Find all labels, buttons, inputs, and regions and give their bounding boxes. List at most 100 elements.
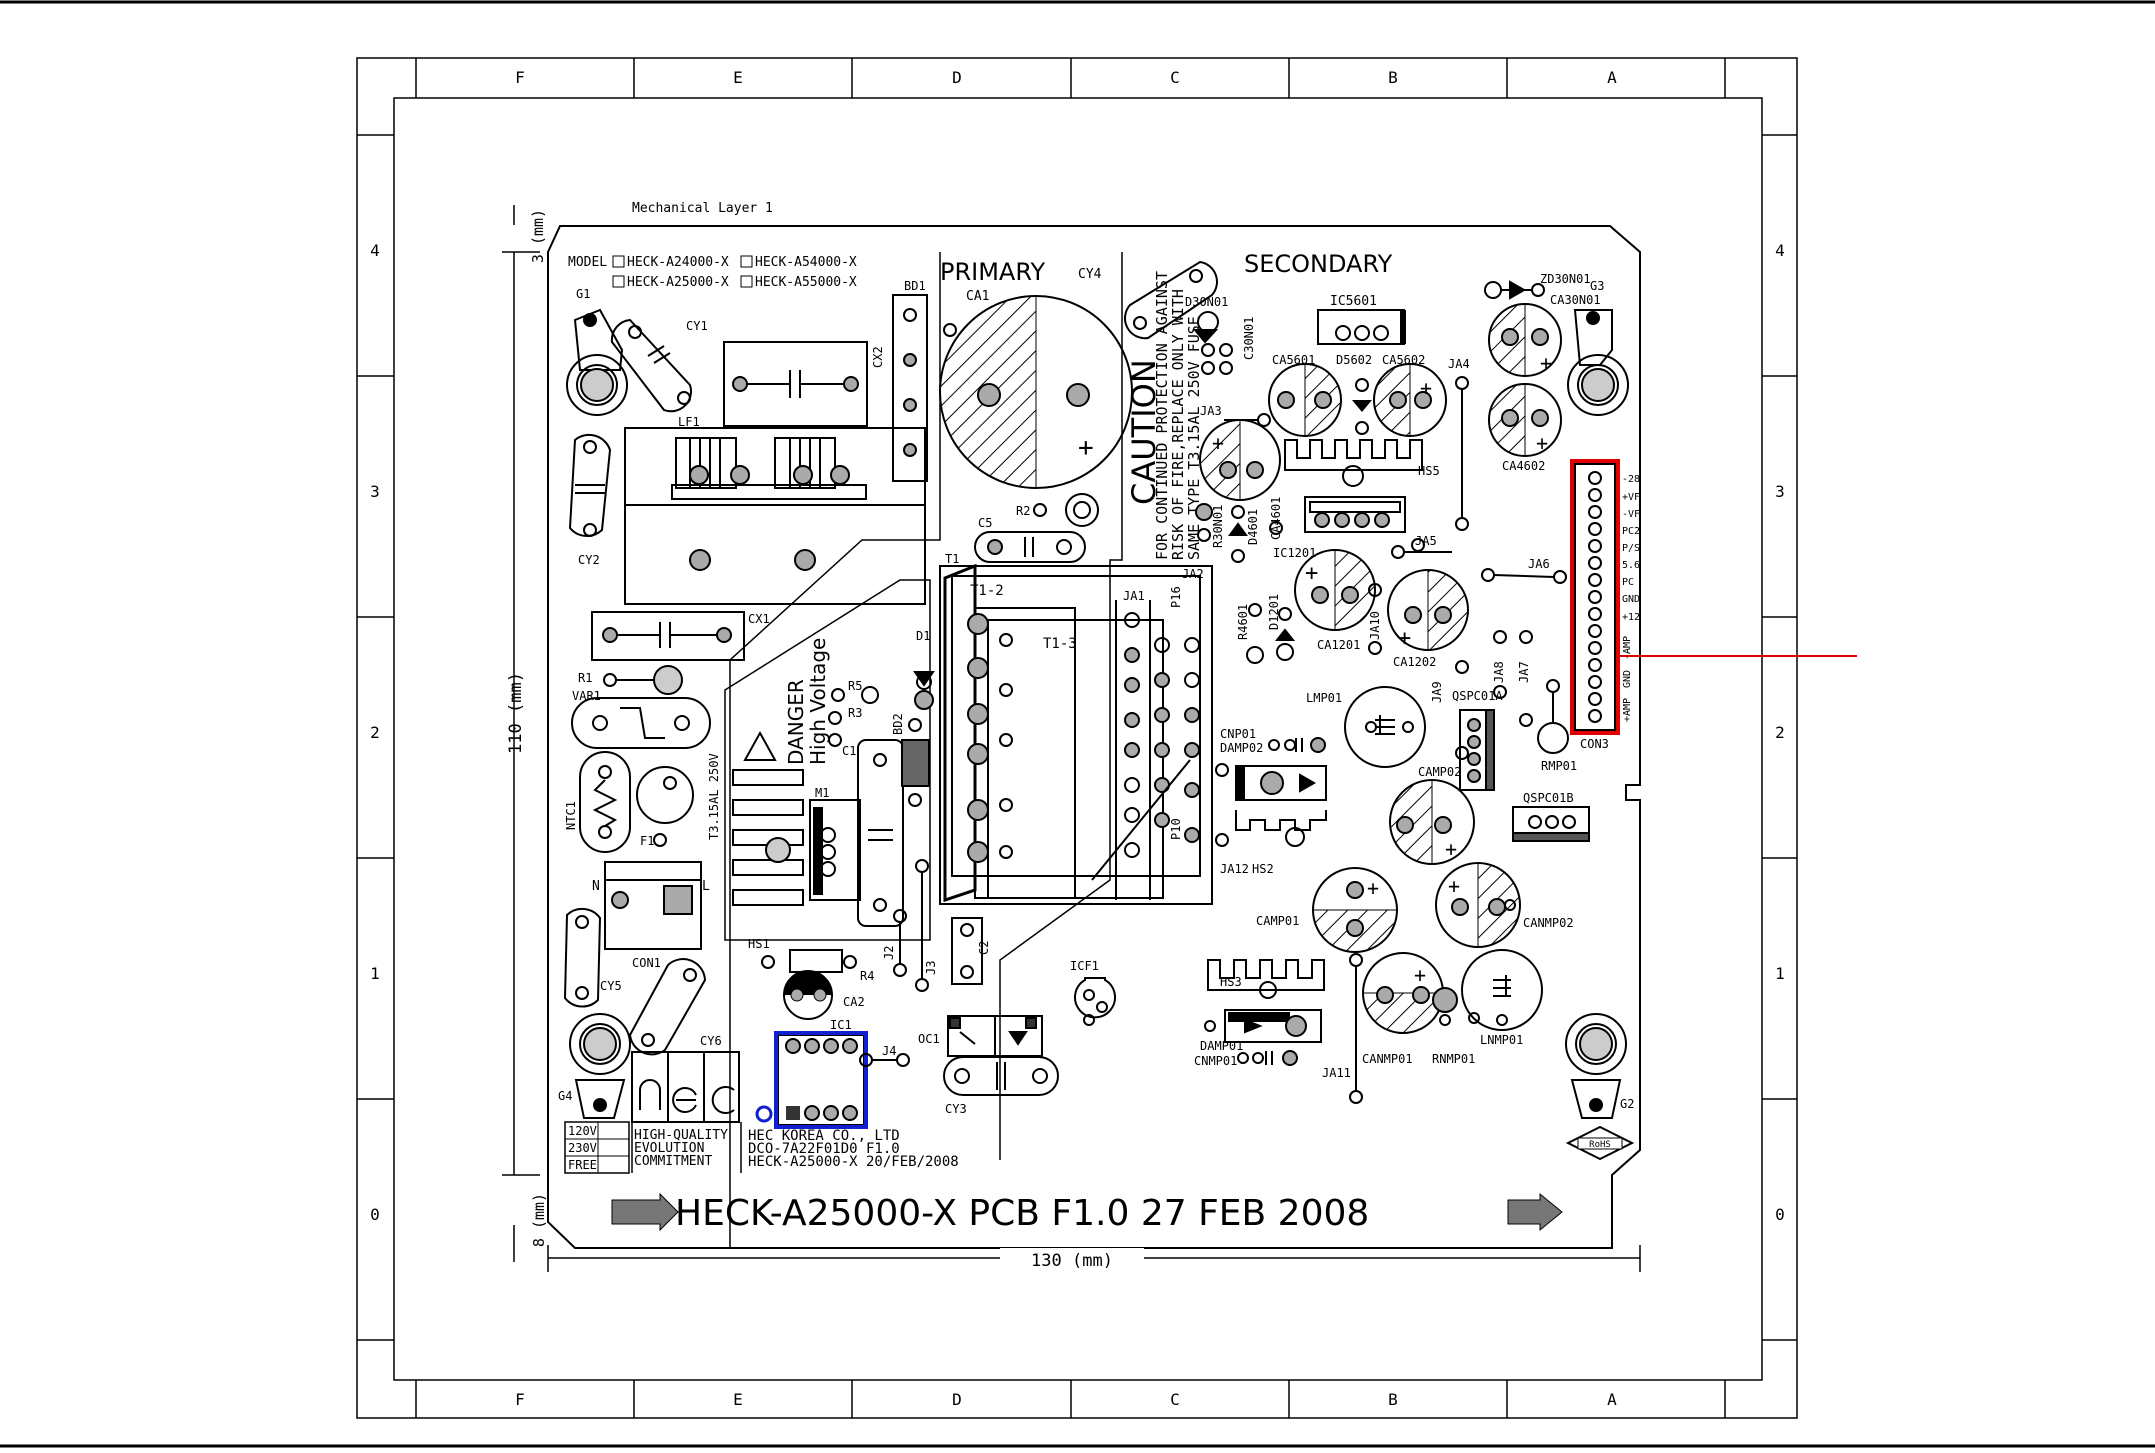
hec-logo [631, 1051, 740, 1123]
capacitor-ca4601: + [1199, 419, 1281, 501]
svg-text:P16: P16 [1169, 586, 1183, 608]
mount-hole-g3 [1567, 309, 1629, 416]
svg-text:+12: +12 [1622, 612, 1640, 623]
heatsink-hs5 [1269, 439, 1425, 552]
svg-text:5.6: 5.6 [1622, 560, 1640, 571]
svg-text:IC5601: IC5601 [1330, 294, 1377, 309]
svg-text:E: E [733, 68, 743, 87]
svg-text:0: 0 [1775, 1205, 1785, 1224]
resistor-rmp01 [1537, 679, 1569, 754]
svg-text:G3: G3 [1590, 279, 1604, 293]
svg-text:HECK-A24000-X: HECK-A24000-X [627, 255, 729, 270]
svg-text:4: 4 [1775, 241, 1785, 260]
jumper-ja11 [1349, 953, 1363, 1104]
diode-d1201 [1274, 607, 1296, 661]
capacitor-cx1 [591, 611, 745, 661]
fuse-rating: T3.15AL 250V [707, 753, 721, 840]
svg-text:-28: -28 [1622, 474, 1640, 485]
svg-text:J4: J4 [882, 1044, 896, 1058]
svg-text:JA1: JA1 [1123, 589, 1145, 603]
connector-con1 [604, 861, 702, 950]
svg-text:230V: 230V [568, 1141, 597, 1155]
svg-text:GND: GND [1622, 594, 1640, 605]
svg-text:JA12: JA12 [1220, 862, 1249, 876]
svg-text:QSPC01B: QSPC01B [1523, 791, 1574, 805]
svg-text:JA3: JA3 [1200, 404, 1222, 418]
con3-label: CON3 [1580, 737, 1609, 751]
ic-icf1 [1074, 977, 1116, 1026]
svg-text:B: B [1388, 68, 1398, 87]
thermistor-ntc1 [579, 751, 631, 853]
mount-hole-g4 [569, 1013, 631, 1119]
pin1-marker [755, 1105, 773, 1123]
svg-text:RNMP01: RNMP01 [1432, 1052, 1475, 1066]
svg-text:F: F [515, 68, 525, 87]
svg-text:+AMP: +AMP [1622, 698, 1633, 722]
svg-text:C2: C2 [977, 941, 991, 955]
svg-text:C: C [1170, 1390, 1180, 1409]
svg-text:CY6: CY6 [700, 1034, 722, 1048]
jumper-ja6 [1481, 568, 1567, 584]
svg-text:T1-2: T1-2 [970, 583, 1004, 599]
slogan: HIGH-QUALITY EVOLUTION COMMITMENT [634, 1128, 728, 1169]
svg-text:P/S: P/S [1622, 543, 1640, 554]
svg-text:+: + [1305, 561, 1318, 586]
capacitor-cy5 [563, 907, 602, 1008]
svg-text:CAUTION: CAUTION [1125, 359, 1163, 505]
svg-text:+: + [1448, 874, 1460, 898]
svg-text:CAMP02: CAMP02 [1418, 765, 1461, 779]
svg-text:GND: GND [1622, 670, 1633, 688]
svg-text:G4: G4 [558, 1089, 572, 1103]
model-block: MODEL HECK-A24000-X HECK-A54000-X HECK-A… [568, 255, 857, 290]
svg-text:CA5601: CA5601 [1272, 353, 1315, 367]
fuse-f1 [636, 766, 694, 847]
svg-text:CA4601: CA4601 [1269, 497, 1283, 540]
svg-text:R4: R4 [860, 969, 874, 983]
svg-text:CA1201: CA1201 [1317, 638, 1360, 652]
svg-text:R30N01: R30N01 [1211, 505, 1225, 548]
capacitor-ca4602: + [1488, 383, 1562, 457]
svg-text:+VF: +VF [1622, 492, 1640, 503]
jumper-ja10 [1368, 583, 1382, 655]
svg-text:JA4: JA4 [1448, 357, 1470, 371]
primary-label: PRIMARY [940, 258, 1045, 286]
svg-text:HS5: HS5 [1418, 464, 1440, 478]
svg-text:IC1: IC1 [830, 1018, 852, 1032]
svg-text:T1: T1 [945, 552, 959, 566]
svg-text:QSPC01A: QSPC01A [1452, 689, 1503, 703]
svg-text:LF1: LF1 [678, 415, 700, 429]
svg-text:CX2: CX2 [871, 346, 885, 368]
svg-text:+: + [1212, 431, 1224, 455]
svg-text:HECK-A54000-X: HECK-A54000-X [755, 255, 857, 270]
svg-text:BD1: BD1 [904, 279, 926, 293]
svg-text:HECK-A25000-X 20/FEB/2008: HECK-A25000-X 20/FEB/2008 [748, 1154, 959, 1170]
svg-text:1: 1 [1775, 964, 1785, 983]
svg-text:J2: J2 [882, 946, 896, 960]
svg-text:R1: R1 [578, 671, 592, 685]
mosfet-m1 [732, 769, 861, 906]
resistor-r4601 [1246, 603, 1264, 664]
svg-text:+: + [1398, 626, 1411, 651]
capacitor-cy3 [943, 1056, 1059, 1096]
svg-text:1: 1 [370, 964, 380, 983]
danger-warning: DANGER High Voltage [743, 638, 830, 765]
pcb-banner: HECK-A25000-X PCB F1.0 27 FEB 2008 [611, 1192, 1563, 1234]
ic1-highlight-box [774, 1031, 868, 1129]
resistor-r2 [1033, 493, 1099, 527]
capacitor-camp01: + [1312, 867, 1398, 953]
isolation-boundary [729, 252, 1123, 1248]
svg-text:VAR1: VAR1 [572, 689, 601, 703]
svg-text:4: 4 [370, 241, 380, 260]
diode-bd2 [901, 718, 930, 807]
svg-text:D: D [952, 68, 962, 87]
resistor-r3 [828, 711, 842, 747]
svg-text:P10: P10 [1169, 818, 1183, 840]
svg-text:HECK-A25000-X PCB F1.0 27 FEB: HECK-A25000-X PCB F1.0 27 FEB 2008 [675, 1193, 1369, 1234]
capacitor-ca1201: + [1294, 549, 1376, 631]
svg-text:HECK-A55000-X: HECK-A55000-X [755, 275, 857, 290]
mount-hole-g1 [566, 308, 628, 416]
bridge-bd1 [892, 294, 928, 482]
svg-text:JA10: JA10 [1368, 611, 1382, 640]
svg-text:NTC1: NTC1 [564, 801, 578, 830]
